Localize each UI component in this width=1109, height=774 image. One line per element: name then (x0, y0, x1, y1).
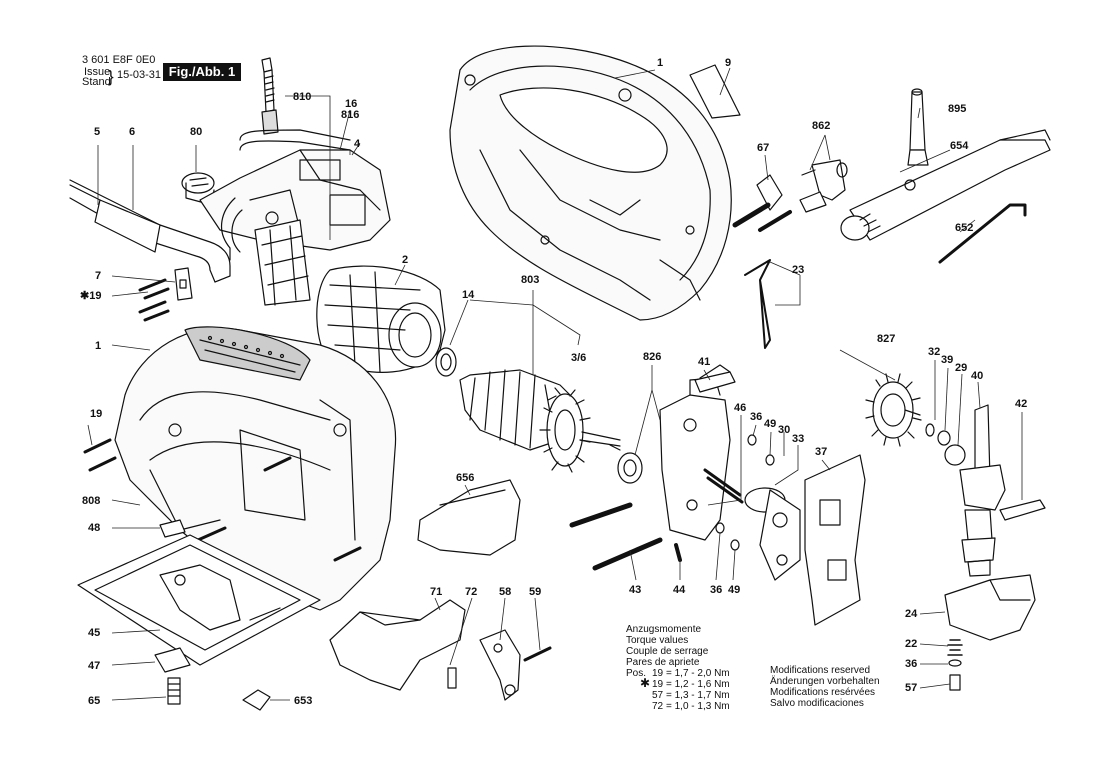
part-label-24: 24 (905, 608, 918, 620)
torque-row-pos: 19 (652, 679, 664, 690)
part-label-6: 6 (129, 126, 136, 138)
part-label-65: 65 (88, 695, 101, 707)
modifications-en: Modifications reserved (770, 665, 871, 676)
part-label-59: 59 (529, 586, 542, 598)
housing-half-top (449, 45, 732, 321)
torque-title-fr: Couple de serrage (626, 646, 709, 657)
part-label-48: 48 (88, 522, 101, 534)
part-label-19-star: ✱19 (80, 290, 102, 302)
part-label-808: 808 (82, 495, 101, 507)
part-label-44: 44 (673, 584, 686, 596)
part-label-19-left: 19 (90, 408, 103, 420)
issue-brace: } (108, 67, 114, 86)
part-label-45: 45 (88, 627, 101, 639)
torque-row-value: = 1,7 - 2,0 Nm (666, 668, 730, 679)
part-label-33: 33 (792, 433, 805, 445)
torque-title-es: Pares de apriete (626, 657, 700, 668)
torque-title-de: Anzugsmomente (626, 624, 702, 635)
part-label-36-a: 36 (750, 411, 763, 423)
part-label-36-c: 36 (905, 658, 918, 670)
part-label-3-6: 3/6 (571, 352, 587, 364)
part-label-41: 41 (698, 356, 711, 368)
part-label-654: 654 (950, 140, 969, 152)
part-label-42: 42 (1015, 398, 1028, 410)
part-label-39: 39 (941, 354, 954, 366)
part-label-71: 71 (430, 586, 443, 598)
torque-row-value: = 1,0 - 1,3 Nm (666, 701, 730, 712)
part-label-57: 57 (905, 682, 918, 694)
torque-row-pos: 72 (652, 701, 664, 712)
part-label-49-b: 49 (728, 584, 741, 596)
part-label-46: 46 (734, 402, 747, 414)
part-label-36-b: 36 (710, 584, 723, 596)
part-label-58: 58 (499, 586, 512, 598)
part-label-862: 862 (812, 120, 831, 132)
part-label-23: 23 (792, 264, 805, 276)
part-label-80: 80 (190, 126, 203, 138)
figure-label: Fig./Abb. 1 (163, 63, 241, 81)
torque-row-prefix: ✱ (640, 676, 651, 690)
part-label-810: 810 (293, 91, 312, 103)
torque-row-pos: 57 (652, 690, 664, 701)
part-label-9: 9 (725, 57, 732, 69)
torque-row-value: = 1,3 - 1,7 Nm (666, 690, 730, 701)
part-label-1-top: 1 (657, 57, 664, 69)
torque-row-prefix: Pos. (626, 668, 647, 679)
part-label-49-a: 49 (764, 418, 777, 430)
part-label-29: 29 (955, 362, 968, 374)
modifications-fr: Modifications resérvées (770, 687, 876, 698)
part-label-40: 40 (971, 370, 984, 382)
part-label-5: 5 (94, 126, 101, 138)
part-label-72: 72 (465, 586, 478, 598)
part-label-1-left: 1 (95, 340, 102, 352)
issue-label: Issue (84, 66, 111, 78)
issue-date: 15-03-31 (117, 69, 162, 81)
part-label-4: 4 (354, 138, 361, 150)
modifications-de: Änderungen vorbehalten (770, 676, 880, 687)
part-label-7: 7 (95, 270, 102, 282)
modifications-es: Salvo modificaciones (770, 698, 864, 709)
torque-row-value: = 1,2 - 1,6 Nm (666, 679, 730, 690)
part-label-16: 16 (345, 98, 358, 110)
part-label-43: 43 (629, 584, 642, 596)
part-label-656: 656 (456, 472, 475, 484)
part-label-67: 67 (757, 142, 770, 154)
part-label-826: 826 (643, 351, 662, 363)
part-label-47: 47 (88, 660, 101, 672)
part-label-30: 30 (778, 424, 791, 436)
part-label-14: 14 (462, 289, 475, 301)
part-label-37: 37 (815, 446, 828, 458)
part-label-827: 827 (877, 333, 896, 345)
stand-label: Stand (82, 76, 111, 88)
part-label-653: 653 (294, 695, 313, 707)
part-label-32: 32 (928, 346, 941, 358)
part-label-895: 895 (948, 103, 967, 115)
torque-title-en: Torque values (626, 635, 689, 646)
part-label-2: 2 (402, 254, 409, 266)
part-label-803: 803 (521, 274, 540, 286)
part-label-816: 816 (341, 109, 360, 121)
torque-row-pos: 19 (652, 668, 664, 679)
part-label-22: 22 (905, 638, 918, 650)
part-label-652: 652 (955, 222, 974, 234)
drawing-code: 3 601 E8F 0E0 (82, 54, 156, 66)
